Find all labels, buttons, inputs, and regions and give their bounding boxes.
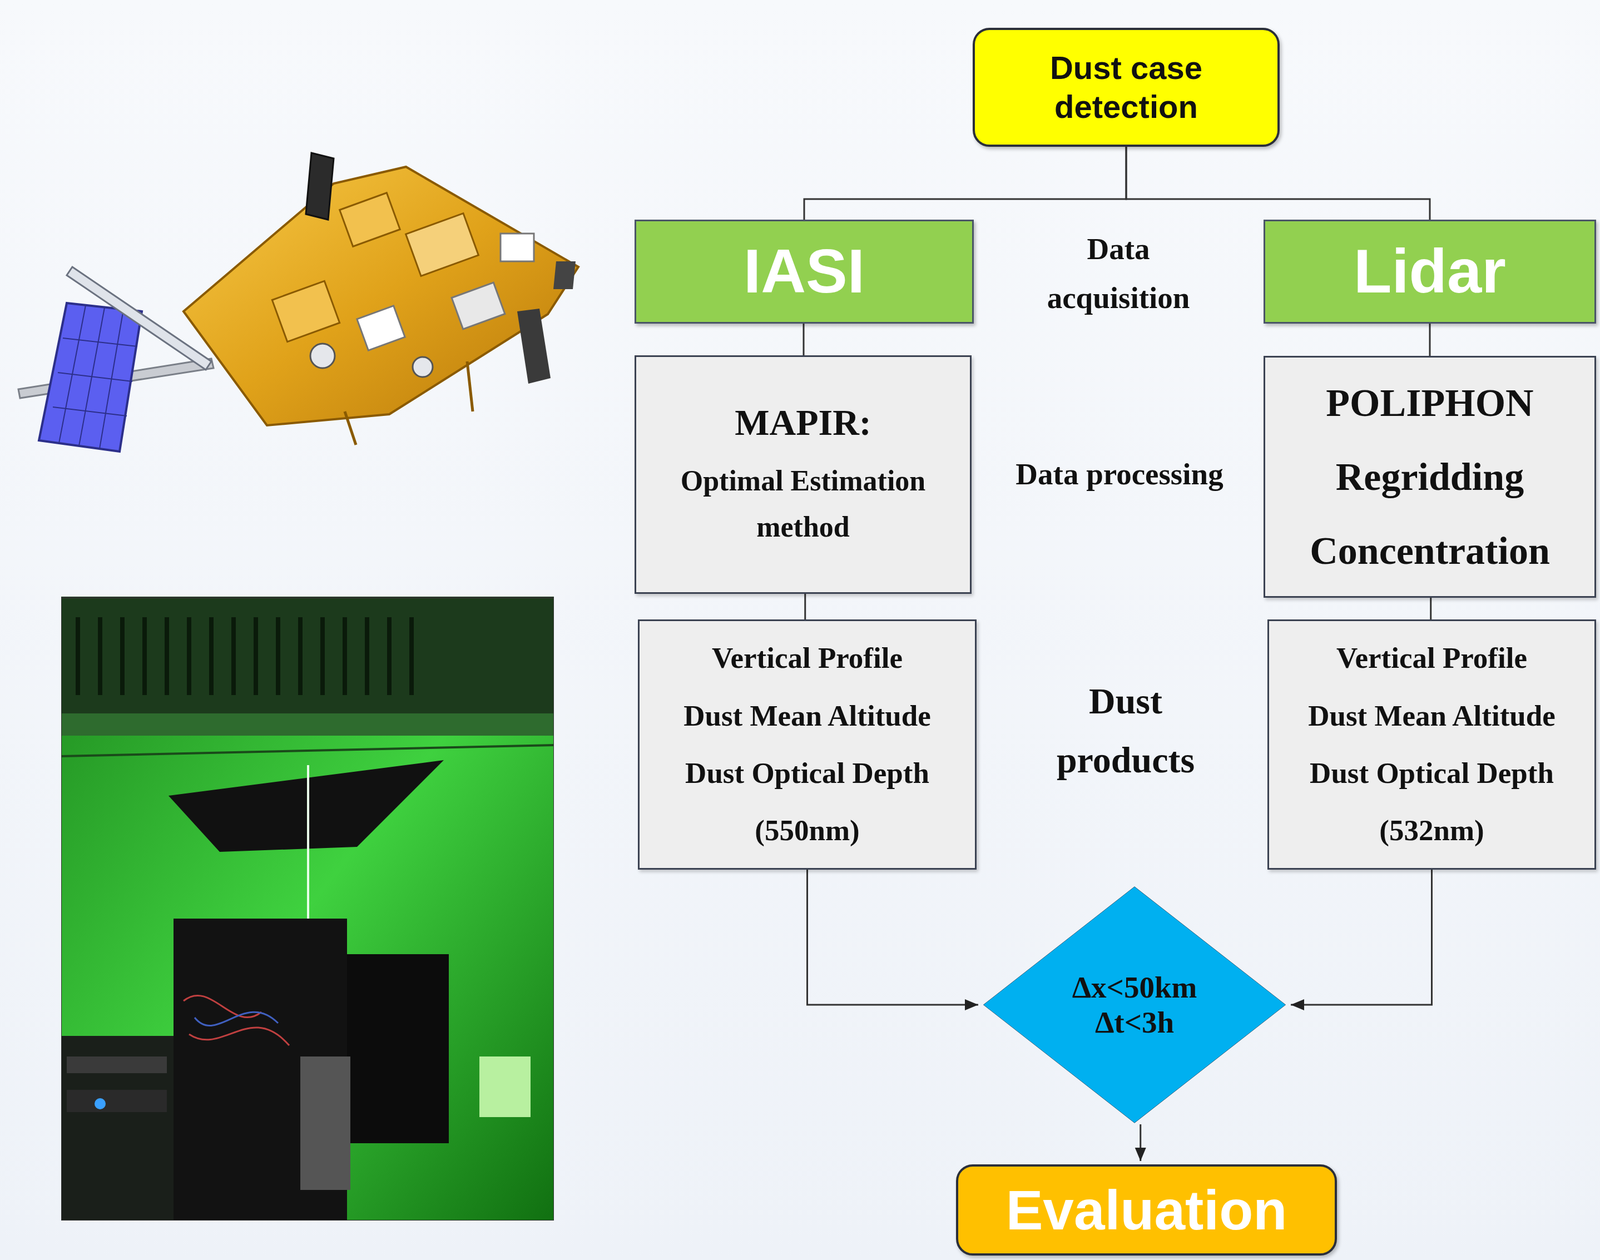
stage-label: Dust products	[1019, 671, 1232, 790]
stage-label: Data processing	[1013, 449, 1226, 499]
decision-diamond: Δx<50kmΔt<3h	[981, 885, 1288, 1125]
connector	[1139, 1124, 1142, 1162]
connector	[1126, 146, 1430, 220]
node-content: Vertical ProfileDust Mean AltitudeDust O…	[639, 623, 975, 865]
node-text: Dust Mean Altitude	[683, 687, 931, 745]
node-content: MAPIR: Optimal Estimation method	[636, 393, 970, 556]
node-text: Dust Optical Depth	[685, 744, 930, 802]
product-box: Vertical ProfileDust Mean AltitudeDust O…	[1267, 619, 1597, 870]
connector	[807, 869, 979, 1005]
diamond-outline	[981, 885, 1288, 1125]
connector	[804, 146, 1127, 220]
node-text: Vertical Profile	[1336, 629, 1528, 687]
node-content: Vertical ProfileDust Mean AltitudeDust O…	[1269, 623, 1595, 865]
process-box: POLIPHONRegriddingConcentration	[1263, 355, 1597, 598]
connector	[804, 593, 806, 620]
satellite-illustration	[18, 152, 579, 452]
node-text: Dust case detection	[988, 48, 1265, 126]
node-text: Δx<50km	[1072, 969, 1198, 1005]
source-box: IASI	[634, 219, 974, 324]
node-text: Lidar	[1353, 235, 1507, 308]
node-content: IASI	[636, 230, 973, 314]
result-box: Evaluation	[955, 1164, 1337, 1256]
node-text: Concentration	[1309, 513, 1550, 588]
node-text: Optimal Estimation method	[649, 457, 957, 551]
product-box: Vertical ProfileDust Mean AltitudeDust O…	[637, 619, 977, 870]
node-text: (550nm)	[754, 801, 860, 860]
process-box: MAPIR: Optimal Estimation method	[634, 355, 972, 594]
connector	[803, 323, 805, 356]
node-text: IASI	[743, 235, 865, 308]
connector	[1290, 869, 1433, 1005]
node-text: POLIPHON	[1325, 365, 1534, 440]
node-content: Δx<50kmΔt<3h	[981, 964, 1288, 1047]
node-content: Evaluation	[958, 1171, 1335, 1250]
node-text: Dust Mean Altitude	[1308, 687, 1556, 745]
connector	[1429, 597, 1432, 620]
node-text: Vertical Profile	[711, 629, 903, 687]
node-text: Evaluation	[1006, 1176, 1288, 1244]
lidar-photo	[61, 596, 554, 1221]
start-box: Dust case detection	[972, 27, 1280, 147]
stage-label: Data acquisition	[1012, 224, 1225, 323]
connector	[1429, 323, 1431, 356]
source-box: Lidar	[1263, 219, 1597, 324]
node-text: MAPIR:	[734, 398, 872, 447]
node-content: Dust case detection	[974, 42, 1278, 132]
node-text: Regridding	[1335, 439, 1524, 514]
node-content: POLIPHONRegriddingConcentration	[1265, 360, 1595, 594]
node-text: Dust Optical Depth	[1309, 744, 1554, 802]
node-text: Δt<3h	[1095, 1004, 1175, 1040]
node-text: (532nm)	[1379, 801, 1484, 860]
node-content: Lidar	[1265, 230, 1595, 314]
